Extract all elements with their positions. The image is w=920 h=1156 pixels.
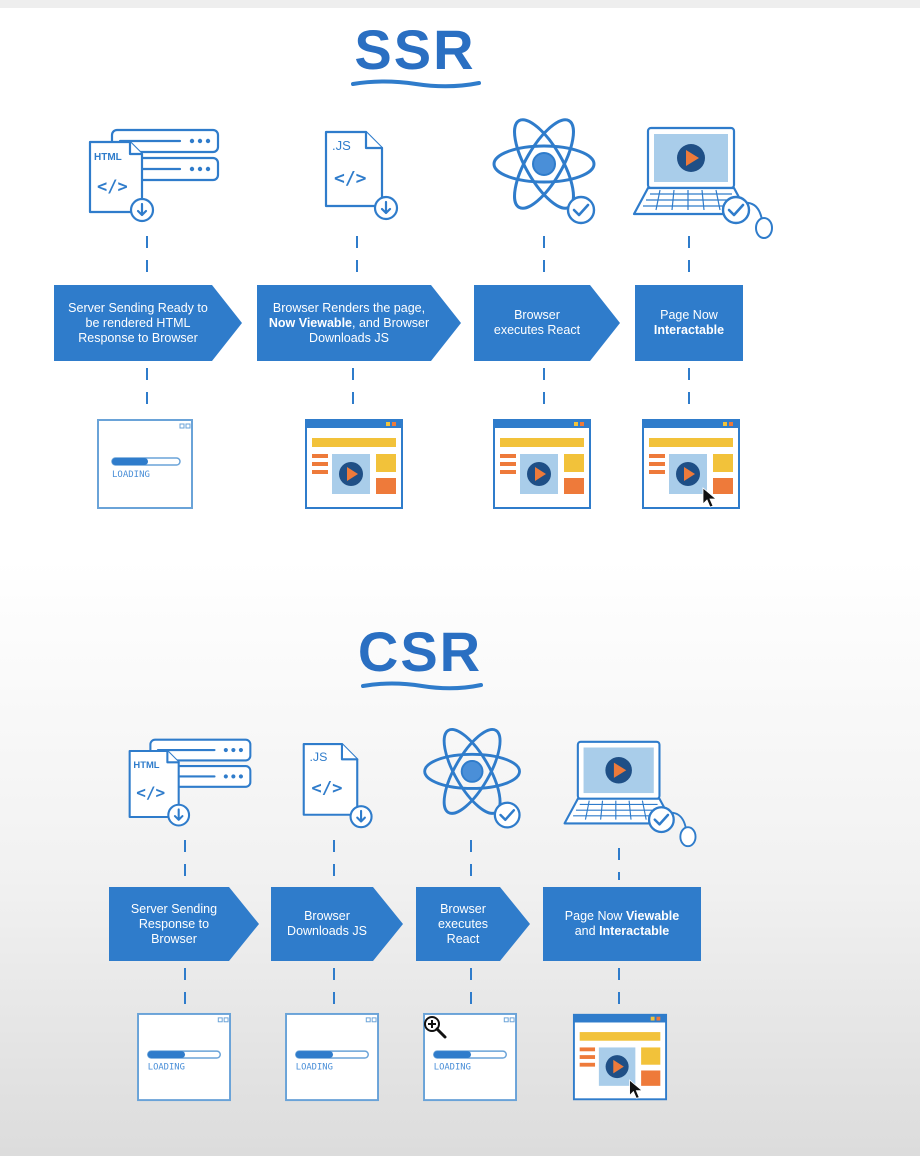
step-text-bold: Viewable	[625, 909, 680, 923]
connector-dash	[146, 236, 148, 276]
connector-dash	[543, 368, 545, 412]
ssr-title-underline	[351, 79, 481, 89]
html-file-server-icon: HTML </>	[124, 734, 256, 839]
step-text: Browser Renders the page,	[272, 300, 426, 315]
html-label: HTML	[133, 759, 159, 770]
loading-label: LOADING	[434, 1063, 471, 1073]
js-file-download-icon: .JS </>	[298, 740, 384, 841]
page-preview-cursor-screen	[641, 418, 741, 517]
connector-dash	[543, 236, 545, 276]
laptop-check-icon	[630, 124, 778, 247]
loading-screen: LOADING	[96, 418, 196, 517]
step-text: Browser executes React	[437, 901, 489, 946]
csr-title-underline	[361, 681, 483, 691]
step-text: Server Sending Response to Browser	[130, 901, 218, 946]
connector-dash	[184, 968, 186, 1010]
connector-dash	[688, 368, 690, 412]
laptop-check-icon	[560, 738, 702, 855]
loading-screen: LOADING	[284, 1012, 382, 1109]
code-label: </>	[136, 783, 165, 802]
connector-dash	[333, 968, 335, 1010]
connector-dash	[688, 236, 690, 276]
csr-step-3-arrow: Browser executes React	[416, 887, 530, 961]
step-text: Page Now	[660, 308, 718, 322]
step-text: Browser Downloads JS	[287, 909, 367, 938]
html-file-server-icon: HTML </>	[84, 124, 224, 235]
ssr-step-1-arrow: Server Sending Ready to be rendered HTML…	[54, 285, 242, 361]
csr-step-1-arrow: Server Sending Response to Browser	[109, 887, 259, 961]
step-text: , and Browser Downloads JS	[309, 315, 430, 345]
code-label: </>	[97, 177, 128, 197]
step-text-bold: Now Viewable	[268, 315, 352, 330]
page-preview-cursor-screen	[572, 1012, 668, 1109]
js-label: .JS	[309, 750, 327, 764]
zoom-in-cursor-icon	[422, 1014, 448, 1045]
html-label: HTML	[94, 152, 122, 163]
connector-dash	[618, 848, 620, 880]
loading-label: LOADING	[148, 1063, 185, 1073]
code-label: </>	[334, 168, 367, 189]
ssr-step-4-box: Page Now Interactable	[635, 285, 743, 361]
connector-dash	[146, 368, 148, 412]
loading-screen: LOADING	[422, 1012, 520, 1109]
step-text: Browser executes React	[493, 308, 581, 337]
step-text-bold: Interactable	[599, 924, 670, 938]
loading-label: LOADING	[112, 470, 150, 480]
loading-screen: LOADING	[136, 1012, 234, 1109]
connector-dash	[184, 840, 186, 880]
step-text: Server Sending Ready to be rendered HTML…	[68, 300, 208, 345]
react-atom-check-icon	[420, 724, 528, 839]
react-atom-check-icon	[490, 114, 602, 235]
step-text-bold: Interactable	[653, 323, 725, 337]
mouse-cursor-icon	[629, 1079, 644, 1099]
code-label: </>	[311, 779, 342, 799]
csr-title: CSR	[357, 620, 483, 683]
js-file-download-icon: .JS </>	[320, 128, 410, 233]
page-preview-screen	[492, 418, 592, 517]
mouse-cursor-icon	[702, 487, 718, 508]
csr-step-4-box: Page Now Viewable and Interactable	[543, 887, 701, 961]
ssr-title: SSR	[354, 18, 476, 81]
csr-step-2-arrow: Browser Downloads JS	[271, 887, 403, 961]
connector-dash	[352, 368, 354, 412]
ssr-step-2-arrow: Browser Renders the page, Now Viewable, …	[257, 285, 461, 361]
js-label: .JS	[332, 138, 351, 153]
ssr-step-3-arrow: Browser executes React	[474, 285, 620, 361]
top-strip	[0, 0, 920, 8]
step-text: and	[574, 924, 600, 938]
connector-dash	[333, 840, 335, 880]
connector-dash	[470, 968, 472, 1010]
connector-dash	[618, 968, 620, 1010]
connector-dash	[470, 840, 472, 880]
connector-dash	[356, 236, 358, 276]
loading-label: LOADING	[296, 1063, 333, 1073]
page-preview-screen	[304, 418, 404, 517]
step-text: Page Now	[564, 909, 626, 923]
